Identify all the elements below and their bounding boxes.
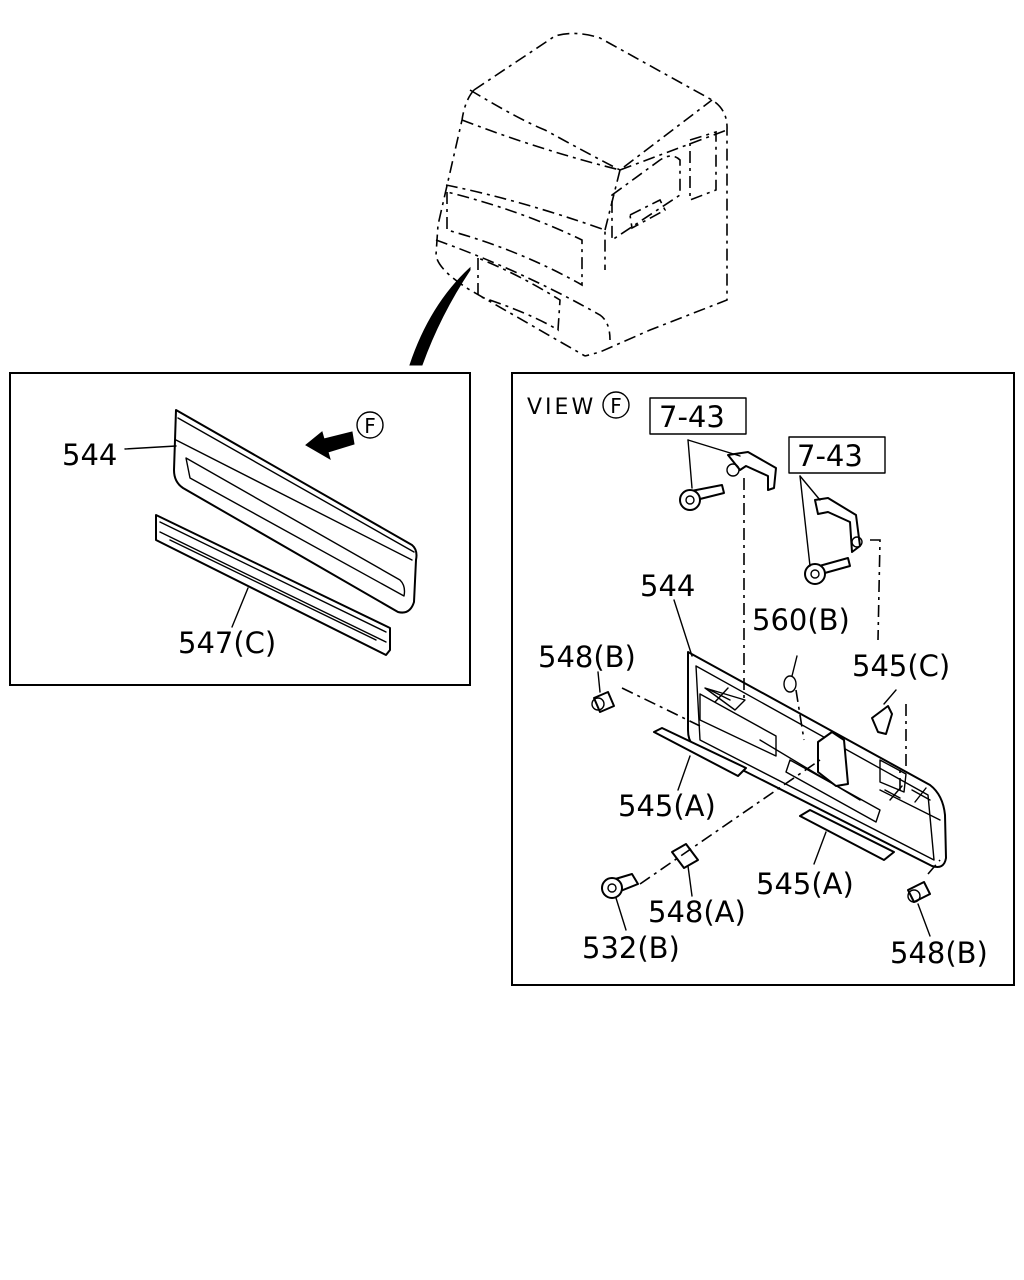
leader-548a (687, 865, 693, 897)
grille-overview (173, 409, 418, 614)
view-panel (511, 372, 1015, 986)
leader-532b (615, 897, 627, 931)
bracket-right (814, 497, 863, 553)
label-547c: 547(C) (178, 626, 276, 660)
leader-ref-left-b (687, 439, 741, 457)
label-532b: 532(B) (582, 931, 680, 965)
label-548a: 548(A) (648, 895, 746, 929)
leader-548b-right (917, 903, 931, 937)
assembly-lines (621, 478, 941, 885)
leader-ref-left-a (687, 439, 693, 489)
bracket-left (726, 451, 777, 491)
label-548b-left: 548(B) (538, 640, 636, 674)
clip-548b-left (591, 691, 615, 713)
leader-ref-right-a (799, 475, 811, 567)
bolt-top-left (679, 484, 725, 511)
leader-pointer (409, 266, 471, 366)
label-544-view: 544 (640, 569, 695, 603)
leader-545c (883, 689, 897, 705)
ref-label-left: 7-43 (659, 400, 725, 434)
leader-547c (231, 587, 249, 628)
leader-544-overview (124, 445, 177, 450)
label-545a-left: 545(A) (618, 789, 716, 823)
svg-text:F: F (364, 414, 376, 438)
garnish-overview (155, 514, 391, 656)
ref-box-left (649, 397, 747, 435)
clip-548b-right (907, 881, 931, 903)
label-544-overview: 544 (62, 438, 117, 472)
label-548b-right: 548(B) (890, 936, 988, 970)
leader-545a-left (677, 755, 691, 791)
leader-560b (791, 655, 798, 677)
label-545c: 545(C) (852, 649, 950, 683)
view-heading: VIEW F (527, 391, 630, 420)
view-arrow (305, 431, 355, 461)
ref-box-right (788, 436, 886, 474)
svg-text:F: F (610, 394, 622, 418)
clip-548a (671, 843, 699, 869)
seal-545a-right (799, 809, 895, 861)
grille-view (687, 651, 947, 868)
bolt-532b (601, 873, 639, 899)
leader-548b-left (597, 671, 601, 693)
ref-label-right: 7-43 (797, 439, 863, 473)
overview-panel (9, 372, 471, 686)
leader-545a-right (813, 831, 827, 865)
view-marker-overview: F (356, 411, 384, 439)
bolt-top-right (804, 557, 851, 585)
label-545a-right: 545(A) (756, 867, 854, 901)
truck-cab-illustration (435, 32, 728, 357)
leader-544-view (673, 599, 693, 657)
clip-545c (871, 705, 893, 735)
seal-545a-left (653, 727, 747, 777)
clip-560b (783, 675, 797, 693)
label-560b: 560(B) (752, 603, 850, 637)
leader-ref-right-b (799, 475, 821, 501)
svg-text:VIEW: VIEW (527, 395, 596, 420)
